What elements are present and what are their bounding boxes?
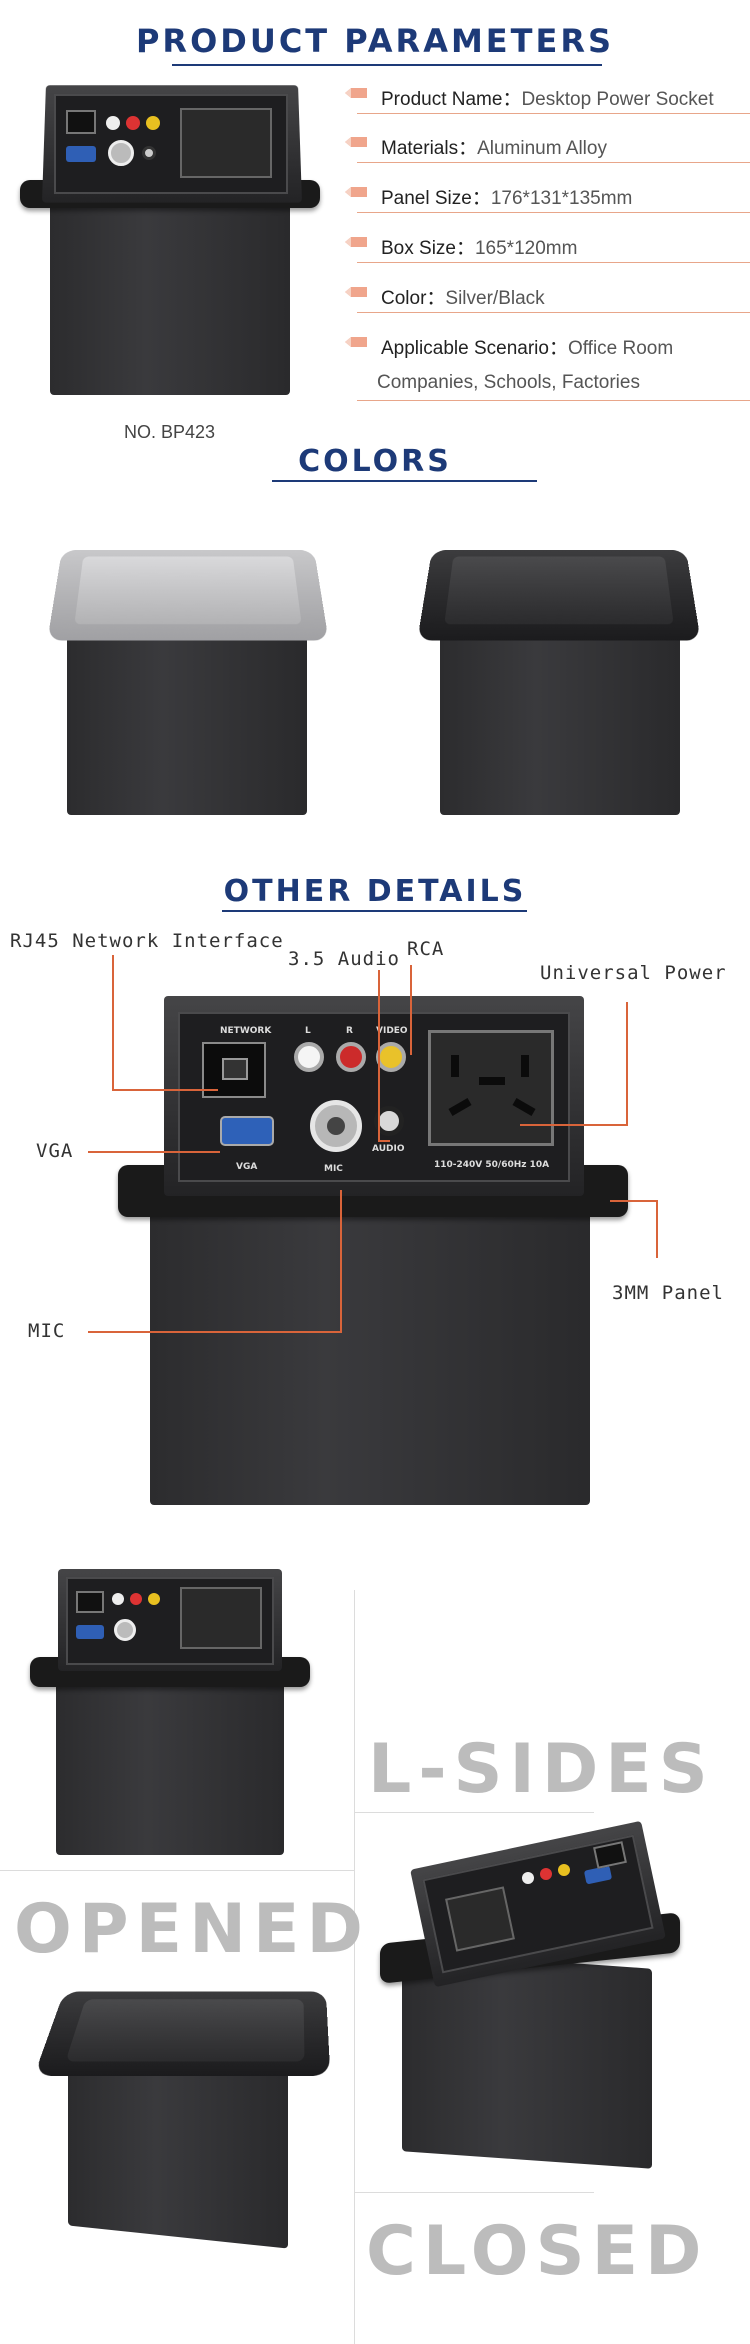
pencil-icon <box>345 337 367 347</box>
rca-yellow <box>376 1042 406 1072</box>
param-underline <box>357 113 750 114</box>
callout-power: Universal Power <box>540 962 727 984</box>
param-label: Color： <box>381 288 446 309</box>
model-caption: NO. BP423 <box>124 422 216 442</box>
param-underline <box>357 262 750 263</box>
callout-vga: VGA <box>36 1140 74 1162</box>
rca-red <box>336 1042 366 1072</box>
opened-product-image <box>30 1565 310 1865</box>
universal-power-socket <box>428 1030 554 1146</box>
product-image-main <box>20 80 320 420</box>
param-underline <box>357 400 750 401</box>
black-product-image <box>417 545 701 825</box>
label-audio: AUDIO <box>372 1144 405 1154</box>
closed-heading: CLOSED <box>366 2212 709 2291</box>
l-sides-heading: L-SIDES <box>368 1730 715 1809</box>
details-title-underline <box>222 910 527 912</box>
details-title: OTHER DETAILS <box>223 874 527 909</box>
param-row-box-size: Box Size：165*120mm <box>345 227 750 263</box>
callout-rj45: RJ45 Network Interface <box>10 930 284 952</box>
silver-product-image <box>47 545 329 825</box>
callout-audio: 3.5 Audio <box>288 948 400 970</box>
param-label: Box Size： <box>381 238 475 259</box>
label-network: NETWORK <box>220 1026 272 1036</box>
param-value: Silver/Black <box>445 288 545 309</box>
colors-title-underline <box>272 480 537 482</box>
param-label: Materials： <box>381 138 478 159</box>
param-row-panel-size: Panel Size：176*131*135mm <box>345 177 750 213</box>
divider-opened <box>0 1870 355 1871</box>
callout-panel: 3MM Panel <box>612 1282 724 1304</box>
l-sides-product-image <box>380 1820 690 2170</box>
label-video: VIDEO <box>376 1026 408 1036</box>
param-row-color: Color：Silver/Black <box>345 277 750 313</box>
colors-title: COLORS <box>298 444 452 479</box>
param-underline <box>357 212 750 213</box>
divider-lsides <box>354 1812 594 1813</box>
divider-vertical <box>354 1590 355 2344</box>
param-value: Aluminum Alloy <box>477 138 607 159</box>
label-vga: VGA <box>236 1162 258 1172</box>
param-label: Panel Size： <box>381 188 491 209</box>
param-value: Office Room <box>567 338 674 359</box>
label-mic: MIC <box>324 1164 343 1174</box>
label-l: L <box>305 1026 311 1036</box>
param-label: Applicable Scenario： <box>381 338 568 359</box>
param-row-product-name: Product Name：Desktop Power Socket <box>345 78 750 114</box>
xlr-mic-port <box>310 1100 362 1152</box>
params-title-underline <box>172 64 602 66</box>
param-row-materials: Materials：Aluminum Alloy <box>345 127 750 163</box>
param-value: 165*120mm <box>474 238 578 259</box>
pencil-icon <box>345 88 367 98</box>
pencil-icon <box>345 137 367 147</box>
closed-product-image <box>33 1985 331 2249</box>
param-label: Product Name： <box>381 89 522 110</box>
param-underline <box>357 312 750 313</box>
opened-heading: OPENED <box>14 1890 370 1969</box>
callout-mic: MIC <box>28 1320 66 1342</box>
params-title: PRODUCT PARAMETERS <box>135 22 615 60</box>
label-r: R <box>346 1026 353 1036</box>
pencil-icon <box>345 287 367 297</box>
param-row-scenario: Applicable Scenario：Office Room <box>345 327 750 363</box>
vga-port <box>220 1116 274 1146</box>
label-rating: 110-240V 50/60Hz 10A <box>434 1160 550 1170</box>
pencil-icon <box>345 187 367 197</box>
rca-white <box>294 1042 324 1072</box>
param-value: Desktop Power Socket <box>521 89 714 110</box>
param-value-continued: Companies, Schools, Factories <box>377 372 640 393</box>
detail-product-image: NETWORK L R VIDEO VGA MIC AUDIO 110-240V… <box>110 990 630 1510</box>
param-underline <box>357 162 750 163</box>
pencil-icon <box>345 237 367 247</box>
callout-rca: RCA <box>407 938 445 960</box>
divider-closed <box>354 2192 594 2193</box>
param-value: 176*131*135mm <box>490 188 633 209</box>
rj45-port <box>202 1042 266 1098</box>
